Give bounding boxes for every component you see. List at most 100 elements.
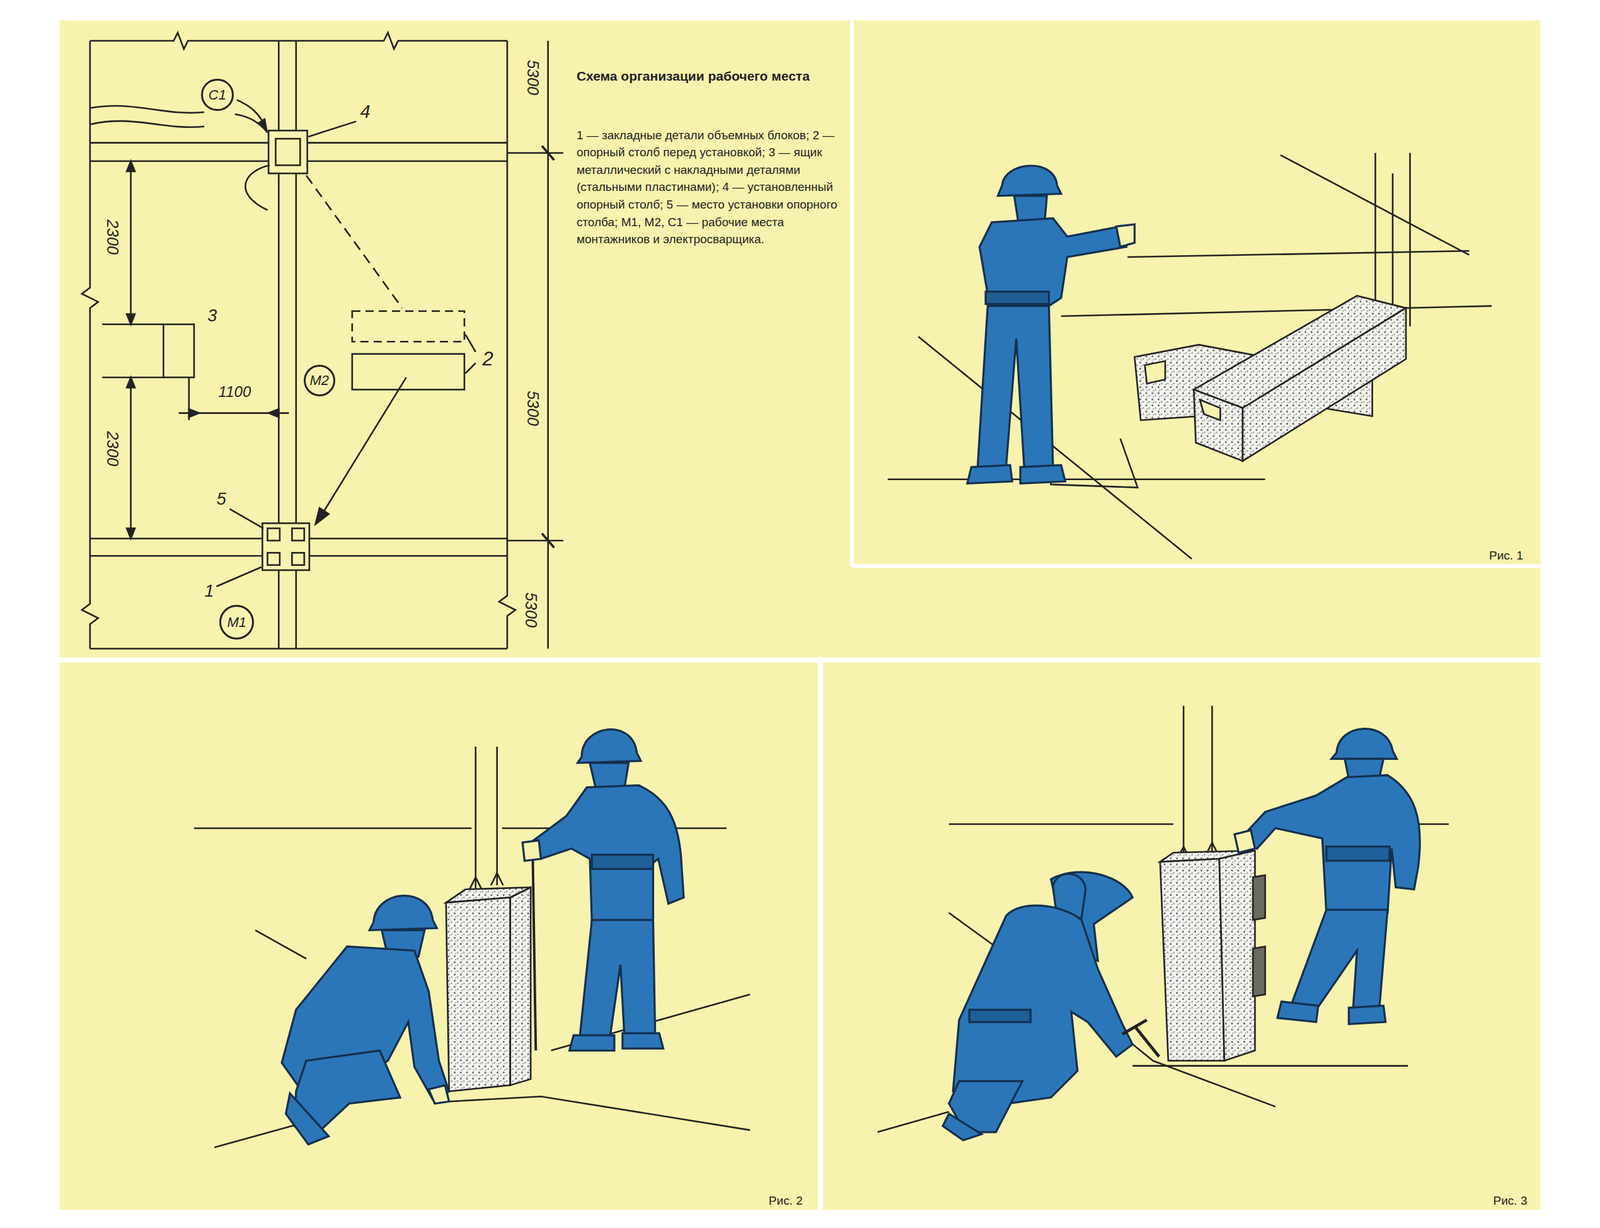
dimension: 2300 bbox=[103, 431, 121, 467]
scene-lines bbox=[887, 478, 1266, 481]
callout-number: 4 bbox=[360, 102, 371, 123]
figure-caption: Рис. 3 bbox=[1493, 1194, 1528, 1208]
worker-figure bbox=[569, 1035, 615, 1051]
concrete-column bbox=[1160, 858, 1225, 1062]
panel-ground bbox=[817, 659, 824, 1210]
plan-drawing bbox=[189, 408, 279, 418]
plan-drawing bbox=[90, 105, 205, 113]
plan-drawing bbox=[230, 509, 264, 529]
plan-drawing bbox=[315, 507, 329, 525]
workplace-circle: С1 bbox=[201, 78, 234, 112]
concrete-column bbox=[1219, 850, 1256, 1061]
scene-lines bbox=[918, 336, 1192, 559]
callout-number: 5 bbox=[216, 490, 227, 510]
panel-ground bbox=[59, 20, 1541, 1210]
worker-figure bbox=[1116, 224, 1135, 248]
plan-drawing bbox=[81, 32, 564, 650]
plan-drawing bbox=[507, 152, 564, 155]
plan-drawing bbox=[81, 40, 99, 650]
workplace-code: М2 bbox=[310, 373, 330, 388]
worker-figure bbox=[369, 896, 437, 931]
scene-lines bbox=[1375, 153, 1410, 327]
plan-drawing bbox=[308, 121, 357, 137]
plan-drawing bbox=[129, 377, 132, 539]
panel-ground bbox=[59, 657, 1541, 663]
concrete-column bbox=[1242, 308, 1406, 462]
scene-lines bbox=[532, 855, 536, 1052]
plan-drawing bbox=[163, 324, 195, 378]
callout-number: 2 bbox=[482, 348, 493, 370]
plan-drawing bbox=[90, 647, 508, 650]
welder-figure bbox=[969, 1010, 1031, 1023]
worker-figure bbox=[1291, 909, 1388, 1013]
plan-drawing bbox=[129, 161, 132, 325]
plan-drawing bbox=[465, 362, 476, 374]
plan-drawing bbox=[291, 552, 304, 565]
concrete-column bbox=[1199, 400, 1221, 421]
worker-figure bbox=[998, 165, 1062, 196]
welder-figure bbox=[942, 1114, 982, 1141]
worker-figure bbox=[577, 729, 641, 764]
worker-figure bbox=[1240, 775, 1420, 914]
scene-lines bbox=[1061, 306, 1492, 317]
callout-number: 1 bbox=[204, 582, 214, 602]
plan-drawing bbox=[90, 120, 205, 128]
worker-figure bbox=[1234, 729, 1420, 1025]
panel-ground bbox=[851, 564, 1541, 568]
plan-drawing bbox=[90, 32, 508, 50]
concrete-column bbox=[1160, 850, 1266, 1061]
dimension: 1100 bbox=[218, 383, 252, 401]
worker-figure bbox=[1348, 1005, 1386, 1025]
plan-drawing bbox=[245, 165, 270, 210]
worker-figure bbox=[522, 840, 541, 861]
worker-figure bbox=[286, 1093, 329, 1145]
plan-drawing bbox=[352, 311, 465, 343]
worker-figure bbox=[1331, 729, 1398, 760]
scene-lines bbox=[469, 873, 503, 890]
worker-figure bbox=[1234, 830, 1255, 854]
worker-figure bbox=[1277, 1001, 1319, 1023]
electrode-holder bbox=[1122, 1020, 1159, 1057]
plan-drawing bbox=[291, 528, 304, 541]
worker-figure bbox=[530, 785, 684, 922]
worker-figure bbox=[977, 306, 1054, 472]
scene-lines bbox=[255, 930, 307, 959]
plan-drawing bbox=[465, 334, 476, 353]
plan-drawing bbox=[352, 354, 465, 391]
plan-drawing bbox=[499, 40, 516, 650]
worker-figure bbox=[1020, 465, 1065, 484]
scene-lines bbox=[1183, 705, 1212, 859]
worker-figure bbox=[967, 465, 1013, 484]
concrete-column bbox=[446, 897, 511, 1093]
dimension: 5300 bbox=[524, 390, 542, 426]
diagram-title: Схема организации рабочего места bbox=[576, 67, 851, 85]
plan-drawing bbox=[216, 567, 262, 587]
figure-caption: Рис. 2 bbox=[768, 1194, 803, 1208]
plan-drawing bbox=[258, 118, 267, 130]
plan-drawing bbox=[126, 161, 135, 539]
concrete-column bbox=[1145, 361, 1166, 384]
plan-drawing bbox=[235, 114, 268, 133]
plan-drawing bbox=[267, 552, 280, 565]
figure-caption: Рис. 1 bbox=[1489, 549, 1524, 563]
workplace-circle: М2 bbox=[303, 364, 336, 398]
plan-drawing bbox=[306, 175, 403, 308]
callout-number: 3 bbox=[207, 306, 217, 326]
scene-lines bbox=[877, 705, 1450, 1133]
worker-figure bbox=[985, 291, 1049, 304]
plan-drawing bbox=[268, 130, 308, 174]
scene-lines bbox=[887, 153, 1492, 559]
worker-figure bbox=[579, 920, 656, 1039]
workplace-code: М1 bbox=[226, 615, 247, 630]
electrode-holder bbox=[1122, 1020, 1159, 1057]
plan-drawing bbox=[267, 528, 280, 541]
welder-figure bbox=[952, 905, 1133, 1108]
worker-figure bbox=[281, 896, 449, 1146]
plan-drawing bbox=[321, 377, 406, 516]
plan-drawing bbox=[541, 145, 554, 548]
plan-drawing bbox=[262, 523, 309, 570]
key-text: 1 — закладные детали объемных блоков; 2 … bbox=[576, 126, 851, 249]
plan-drawing bbox=[102, 323, 164, 326]
scene-lines bbox=[1127, 250, 1469, 258]
concrete-column bbox=[1134, 295, 1406, 461]
